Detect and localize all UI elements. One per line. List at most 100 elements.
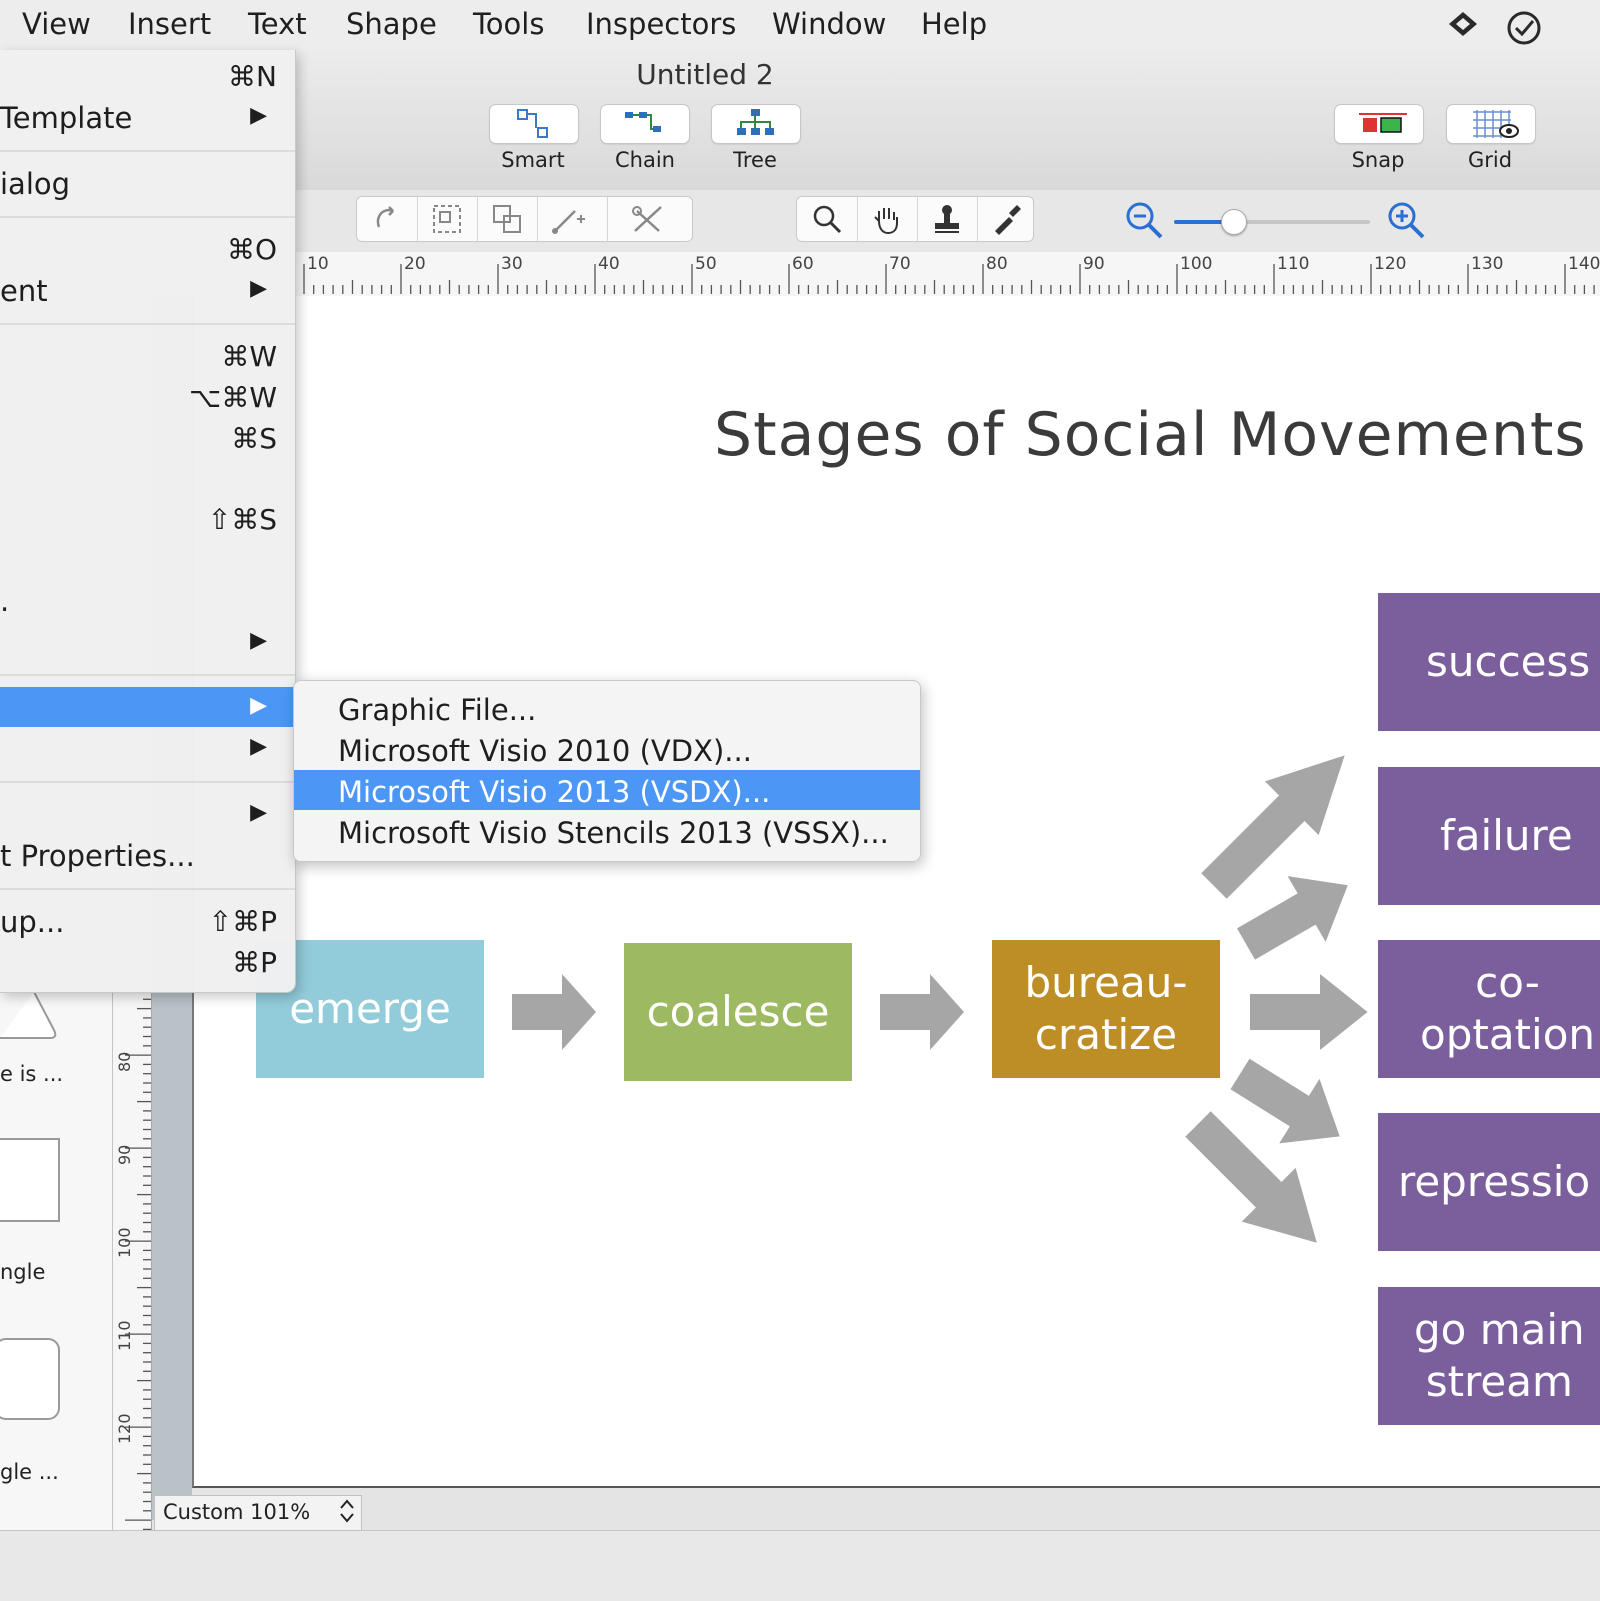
- menu-window[interactable]: Window: [772, 7, 887, 41]
- grid-button[interactable]: [1446, 104, 1536, 144]
- dropbox-icon[interactable]: [1446, 10, 1480, 48]
- menu-view[interactable]: View: [22, 7, 91, 41]
- ruler-label: 10: [307, 254, 329, 274]
- draw-connector-tool[interactable]: [537, 197, 608, 241]
- arrow-to-failure[interactable]: [1227, 852, 1367, 977]
- menu-tools[interactable]: Tools: [473, 7, 545, 41]
- ungroup-tool[interactable]: [477, 197, 538, 241]
- arrow-to-cooptation[interactable]: [1250, 974, 1368, 1050]
- shortcut-save-as: ⇧⌘S: [207, 503, 277, 536]
- menu-item-document-properties[interactable]: t Properties...: [0, 835, 295, 875]
- zoom-slider[interactable]: [1174, 208, 1370, 236]
- ruler-label: 40: [598, 254, 620, 274]
- zoom-tool[interactable]: [797, 197, 858, 241]
- stencil-rounded-rectangle[interactable]: [0, 1338, 60, 1420]
- menu-shape[interactable]: Shape: [346, 7, 437, 41]
- menu-item-submenu[interactable]: ▶: [0, 794, 295, 834]
- outcome-repression[interactable]: repressio: [1378, 1113, 1600, 1251]
- menu-separator: [0, 216, 295, 218]
- pan-tool[interactable]: [857, 197, 918, 241]
- menu-inspectors[interactable]: Inspectors: [586, 7, 737, 41]
- zoom-out-icon[interactable]: [1124, 200, 1164, 244]
- tree-button[interactable]: [711, 104, 801, 144]
- shortcut-close-all: ⌥⌘W: [189, 381, 277, 414]
- stamp-icon: [935, 205, 959, 233]
- checkmark-badge-icon[interactable]: [1506, 10, 1542, 54]
- menu-item-close[interactable]: ⌘W: [0, 336, 295, 376]
- arrow-coalesce-bureaucratize[interactable]: [880, 974, 964, 1050]
- submenu-arrow-icon: ▶: [250, 628, 267, 653]
- menu-item-new[interactable]: ⌘N: [0, 56, 295, 96]
- stencil-rectangle[interactable]: [0, 1138, 60, 1222]
- outcome-cooptation[interactable]: co- optation: [1378, 940, 1600, 1078]
- chain-button[interactable]: [600, 104, 690, 144]
- menu-item-ellipsis[interactable]: .: [0, 580, 295, 620]
- menu-item-dialog[interactable]: ialog: [0, 163, 295, 203]
- arrow-to-success[interactable]: [1187, 728, 1372, 913]
- menu-item-save-as[interactable]: ⇧⌘S: [0, 499, 295, 539]
- status-bar: Custom 101%: [0, 1495, 1600, 1601]
- rotate-tool[interactable]: [357, 197, 418, 241]
- zoom-in-icon[interactable]: [1386, 200, 1426, 244]
- chain-label: Chain: [615, 148, 675, 172]
- stencil-shape-partial[interactable]: [0, 990, 60, 1040]
- menu-item-close-all[interactable]: ⌥⌘W: [0, 377, 295, 417]
- export-visio-stencils-2013-vssx[interactable]: Microsoft Visio Stencils 2013 (VSSX)...: [294, 811, 920, 851]
- vruler-label: 110: [115, 1320, 134, 1351]
- shortcut-open: ⌘O: [226, 233, 277, 266]
- drawing-canvas[interactable]: Stages of Social Movements emerge coales…: [192, 296, 1600, 1488]
- vruler-label: 80: [115, 1051, 134, 1072]
- submenu-item-label: Graphic File...: [338, 693, 537, 727]
- zoom-slider-fill: [1174, 220, 1233, 224]
- menu-text[interactable]: Text: [248, 7, 307, 41]
- stepper-icon[interactable]: [339, 1498, 355, 1529]
- outcome-success[interactable]: success: [1378, 593, 1600, 731]
- stage-coalesce[interactable]: coalesce: [624, 943, 852, 1081]
- file-menu-dropdown: ⌘N Template ▶ ialog ⌘O ent ▶ ⌘W ⌥⌘W ⌘S ⇧…: [0, 50, 296, 993]
- group-tool[interactable]: [417, 197, 478, 241]
- menu-item-save[interactable]: ⌘S: [0, 418, 295, 458]
- grid-label: Grid: [1467, 148, 1513, 172]
- export-visio-2010-vdx[interactable]: Microsoft Visio 2010 (VDX)...: [294, 729, 920, 769]
- outcome-go-mainstream[interactable]: go main stream: [1378, 1287, 1600, 1425]
- cut-connector-tool[interactable]: [617, 197, 691, 241]
- menu-item-submenu[interactable]: ▶: [0, 622, 295, 662]
- submenu-arrow-icon: ▶: [250, 693, 267, 718]
- menu-help[interactable]: Help: [921, 7, 988, 41]
- menu-item-print[interactable]: ⌘P: [0, 942, 295, 982]
- menu-item-new-from-template[interactable]: Template ▶: [0, 97, 295, 137]
- menu-item-open-recent[interactable]: ent ▶: [0, 270, 295, 310]
- arrow-to-go-mainstream[interactable]: [1171, 1097, 1344, 1270]
- vruler-label: 120: [115, 1413, 134, 1444]
- outcome-failure[interactable]: failure: [1378, 767, 1600, 905]
- vruler-label: 100: [115, 1227, 134, 1258]
- menu-item-submenu[interactable]: ▶: [0, 728, 295, 768]
- menu-item-open[interactable]: ⌘O: [0, 229, 295, 269]
- ruler-label: 130: [1471, 254, 1504, 274]
- menu-item-page-setup[interactable]: up... ⇧⌘P: [0, 901, 295, 941]
- magnifier-icon: [813, 205, 842, 234]
- arrow-emerge-coalesce[interactable]: [512, 974, 596, 1050]
- vruler-label: 90: [115, 1144, 134, 1165]
- connector-tools-group: [356, 196, 693, 242]
- menu-separator: [0, 888, 295, 890]
- export-visio-2013-vsdx[interactable]: Microsoft Visio 2013 (VSDX)...: [294, 770, 920, 810]
- diagram-title[interactable]: Stages of Social Movements: [714, 400, 1587, 470]
- eyedropper-icon: [995, 205, 1021, 235]
- zoom-select-value: Custom 101%: [163, 1500, 311, 1524]
- eyedropper-tool[interactable]: [977, 197, 1033, 241]
- export-graphic-file[interactable]: Graphic File...: [294, 688, 920, 728]
- arrow-to-repression[interactable]: [1219, 1041, 1360, 1169]
- stamp-tool[interactable]: [917, 197, 978, 241]
- menu-insert[interactable]: Insert: [128, 7, 212, 41]
- connector-pen-icon: [552, 210, 585, 234]
- menu-item-export[interactable]: ▶: [0, 687, 295, 727]
- zoom-select[interactable]: Custom 101%: [154, 1495, 362, 1531]
- stage-bureaucratize[interactable]: bureau- cratize: [992, 940, 1220, 1078]
- snap-button[interactable]: [1334, 104, 1424, 144]
- zoom-slider-knob[interactable]: [1220, 209, 1247, 235]
- stencil-label: ngle: [0, 1260, 46, 1284]
- ungroup-icon: [493, 205, 521, 233]
- smart-connector-button[interactable]: [489, 104, 579, 144]
